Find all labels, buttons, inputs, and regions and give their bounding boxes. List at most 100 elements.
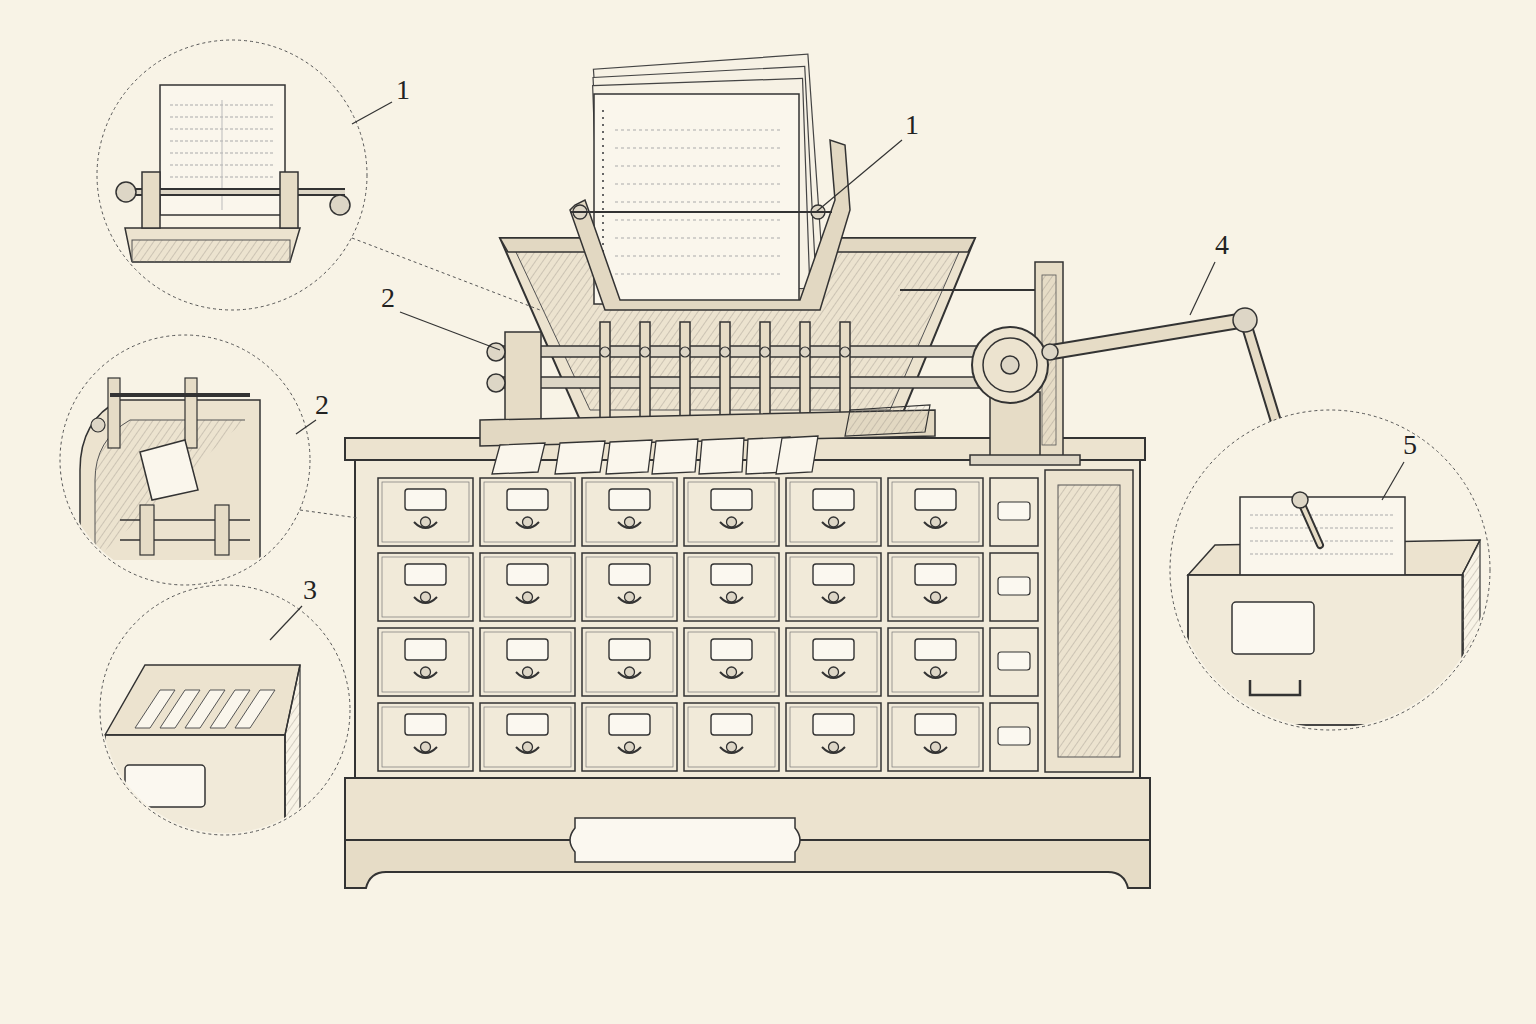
detail-card-holder xyxy=(125,228,300,262)
callout-number: 5 xyxy=(1403,431,1417,459)
sorting-mechanism xyxy=(492,436,818,474)
detail-drawer-arm xyxy=(1250,680,1300,695)
detail-card-chute xyxy=(140,505,154,555)
detail-drawer-arm xyxy=(1170,410,1490,730)
detail-card-holder xyxy=(97,40,367,310)
cabinet xyxy=(480,478,575,546)
callout-number: 2 xyxy=(315,391,329,419)
sorting-mechanism xyxy=(490,346,1010,357)
cabinet xyxy=(570,818,800,862)
cabinet xyxy=(786,703,881,771)
cabinet xyxy=(990,628,1038,696)
cabinet xyxy=(480,703,575,771)
detail-drawer-arm xyxy=(1188,575,1463,725)
detail-drawer-cards xyxy=(125,765,205,807)
drive-arm xyxy=(1001,356,1019,374)
sorting-mechanism xyxy=(800,322,810,422)
detail-card-chute xyxy=(91,418,105,432)
callout-number: 3 xyxy=(303,576,317,604)
cabinet xyxy=(990,553,1038,621)
sorting-mechanism xyxy=(840,322,850,422)
cabinet xyxy=(990,703,1038,771)
detail-drawer-cards xyxy=(105,665,300,735)
detail-drawer-arm xyxy=(1292,492,1308,508)
detail-connector xyxy=(300,238,540,518)
detail-card-holder xyxy=(330,195,350,215)
detail-drawer-arm xyxy=(1250,515,1395,554)
detail-drawer-cards xyxy=(100,585,350,885)
sorting-mechanism xyxy=(490,377,1010,388)
drive-arm xyxy=(1052,320,1245,352)
callout-number: 1 xyxy=(905,111,919,139)
sorting-mechanism xyxy=(640,322,650,422)
detail-drawer-arm xyxy=(1462,540,1480,725)
card-hopper xyxy=(615,130,780,274)
cabinet xyxy=(888,478,983,546)
detail-drawer-arm xyxy=(1232,602,1314,654)
detail-card-holder xyxy=(97,40,367,310)
sorting-mechanism xyxy=(680,347,690,357)
detail-drawer-cards xyxy=(285,665,300,885)
cabinet xyxy=(888,703,983,771)
cabinet xyxy=(786,628,881,696)
detail-card-holder xyxy=(116,182,136,202)
detail-card-chute xyxy=(215,505,229,555)
card-hopper xyxy=(570,140,850,310)
callout-number: 1 xyxy=(396,76,410,104)
sorting-mechanism xyxy=(760,347,770,357)
card-hopper xyxy=(500,54,975,420)
leader-line xyxy=(816,140,902,212)
detail-card-chute xyxy=(110,393,250,397)
sorting-mechanism xyxy=(480,322,1010,474)
sorting-mechanism xyxy=(600,347,850,357)
sorting-mechanism xyxy=(600,322,610,422)
detail-drawer-cards xyxy=(140,830,190,839)
callout-number: 2 xyxy=(381,284,395,312)
detail-card-chute xyxy=(140,440,198,500)
sorting-mechanism xyxy=(640,347,650,357)
sorting-mechanism xyxy=(720,322,730,422)
card-hopper xyxy=(594,94,799,304)
sorting-mechanism xyxy=(600,322,850,422)
cabinet xyxy=(1058,485,1120,757)
cabinet xyxy=(582,628,677,696)
sorting-mechanism xyxy=(555,441,605,474)
cabinet xyxy=(480,553,575,621)
sorting-mechanism xyxy=(760,322,770,422)
sorting-mechanism xyxy=(505,332,541,424)
detail-card-holder xyxy=(116,85,350,262)
cabinet xyxy=(1045,470,1133,772)
sorting-mechanism xyxy=(776,436,818,474)
cabinet xyxy=(888,628,983,696)
detail-card-chute xyxy=(60,335,310,585)
detail-drawer-cards xyxy=(135,690,275,728)
sorting-mechanism xyxy=(487,374,505,392)
detail-drawer-cards xyxy=(105,735,285,885)
cabinet xyxy=(582,553,677,621)
detail-drawer-arm xyxy=(1170,410,1490,730)
cabinet xyxy=(684,553,779,621)
sorting-mechanism xyxy=(845,405,930,436)
leader-line xyxy=(1190,262,1215,315)
cabinet xyxy=(582,478,677,546)
cabinet xyxy=(684,478,779,546)
leader-line xyxy=(270,606,302,640)
sorting-mechanism xyxy=(680,322,690,422)
detail-card-holder xyxy=(132,240,290,262)
detail-card-chute xyxy=(80,378,260,560)
cabinet xyxy=(582,703,677,771)
leader-line xyxy=(296,420,316,434)
cabinet xyxy=(355,458,1140,780)
sorting-mechanism xyxy=(840,347,850,357)
detail-drawer-arm xyxy=(1240,497,1405,577)
sorting-mechanism xyxy=(600,347,610,357)
cabinet xyxy=(684,628,779,696)
sorting-mechanism xyxy=(606,440,652,474)
card-hopper xyxy=(570,211,832,213)
detail-card-holder xyxy=(280,172,298,228)
leader-line xyxy=(1382,462,1404,500)
drive-arm xyxy=(900,289,1035,291)
callout-number: 4 xyxy=(1215,231,1229,259)
